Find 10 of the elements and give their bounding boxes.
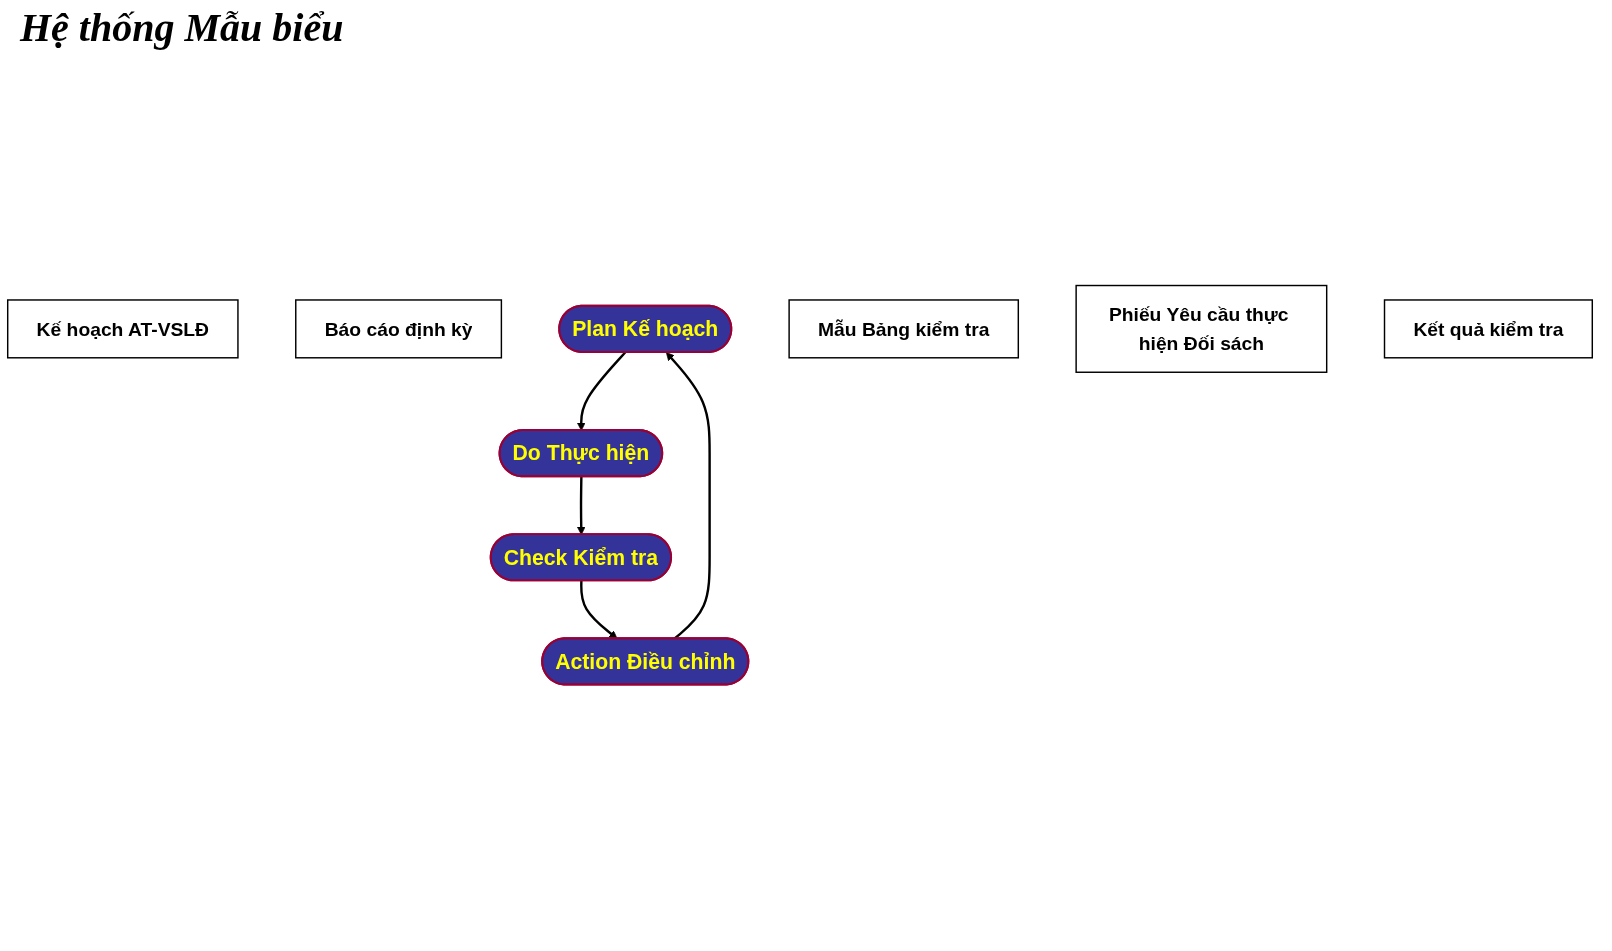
- arrow: [665, 352, 711, 640]
- title: Hệ thống Mẫu biểu: [20, 4, 345, 51]
- arrow: [577, 351, 627, 431]
- node-box: Báo cáo định kỳ: [295, 299, 503, 359]
- arrow: [577, 476, 586, 535]
- node-box: Kế hoạch AT-VSLĐ: [7, 299, 239, 359]
- arrow: [580, 580, 618, 640]
- node-box: Kết quả kiểm tra: [1383, 299, 1593, 359]
- node-box: Mẫu Bảng kiểm tra: [788, 299, 1020, 359]
- node-box: Phiếu Yêu cầu thực hiện Đối sách: [1075, 284, 1328, 373]
